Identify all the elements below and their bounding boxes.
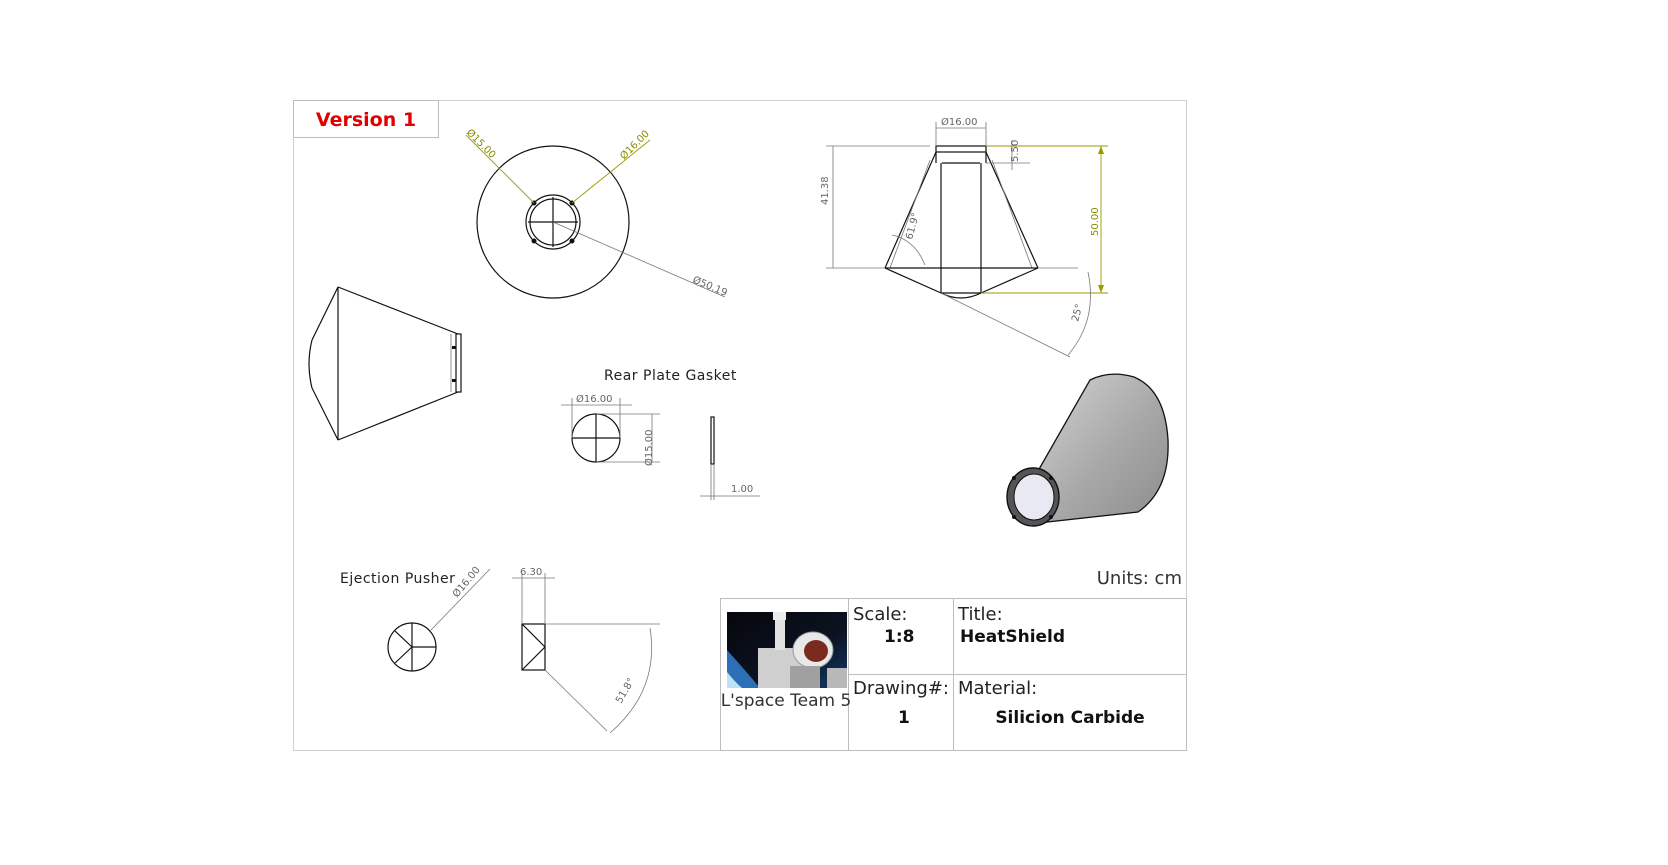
gasket-label: Rear Plate Gasket	[604, 368, 737, 384]
material-label: Material:	[958, 678, 1037, 699]
section-dim-2: 5.50	[1010, 140, 1021, 162]
scale-value: 1:8	[884, 627, 914, 647]
gasket-dim-3: 1.00	[731, 484, 753, 495]
astronaut-photo-icon	[727, 612, 847, 688]
section-dim-6: 25°	[1070, 303, 1085, 323]
scale-label: Scale:	[853, 604, 908, 625]
title-label: Title:	[957, 604, 1003, 625]
drawing-number-value: 1	[898, 708, 910, 728]
drawing-number-label: Drawing#:	[853, 678, 949, 699]
title-value: HeatShield	[960, 627, 1065, 647]
pusher-label: Ejection Pusher	[340, 571, 455, 587]
version-box: Version 1	[293, 100, 439, 138]
units-label: Units: cm	[1097, 568, 1182, 589]
isometric-view	[1006, 373, 1169, 527]
section-dim-3: 41.38	[820, 176, 831, 205]
section-dim-1: Ø16.00	[941, 116, 978, 128]
gasket-dim-2: Ø15.00	[643, 430, 655, 467]
gasket-views: Rear Plate Gasket Ø16.00 Ø15.00 1.00	[561, 368, 760, 500]
section-dim-4: 50.00	[1090, 207, 1101, 236]
material-value: Silicion Carbide	[995, 708, 1144, 728]
gasket-dim-1: Ø16.00	[576, 393, 613, 405]
version-label: Version 1	[316, 109, 416, 131]
side-view	[308, 286, 462, 441]
pusher-dim-2: 6.30	[520, 567, 542, 578]
title-block: L'space Team 5 Scale: 1:8 Title: HeatShi…	[720, 598, 1187, 751]
team-name: L'space Team 5	[721, 691, 852, 711]
